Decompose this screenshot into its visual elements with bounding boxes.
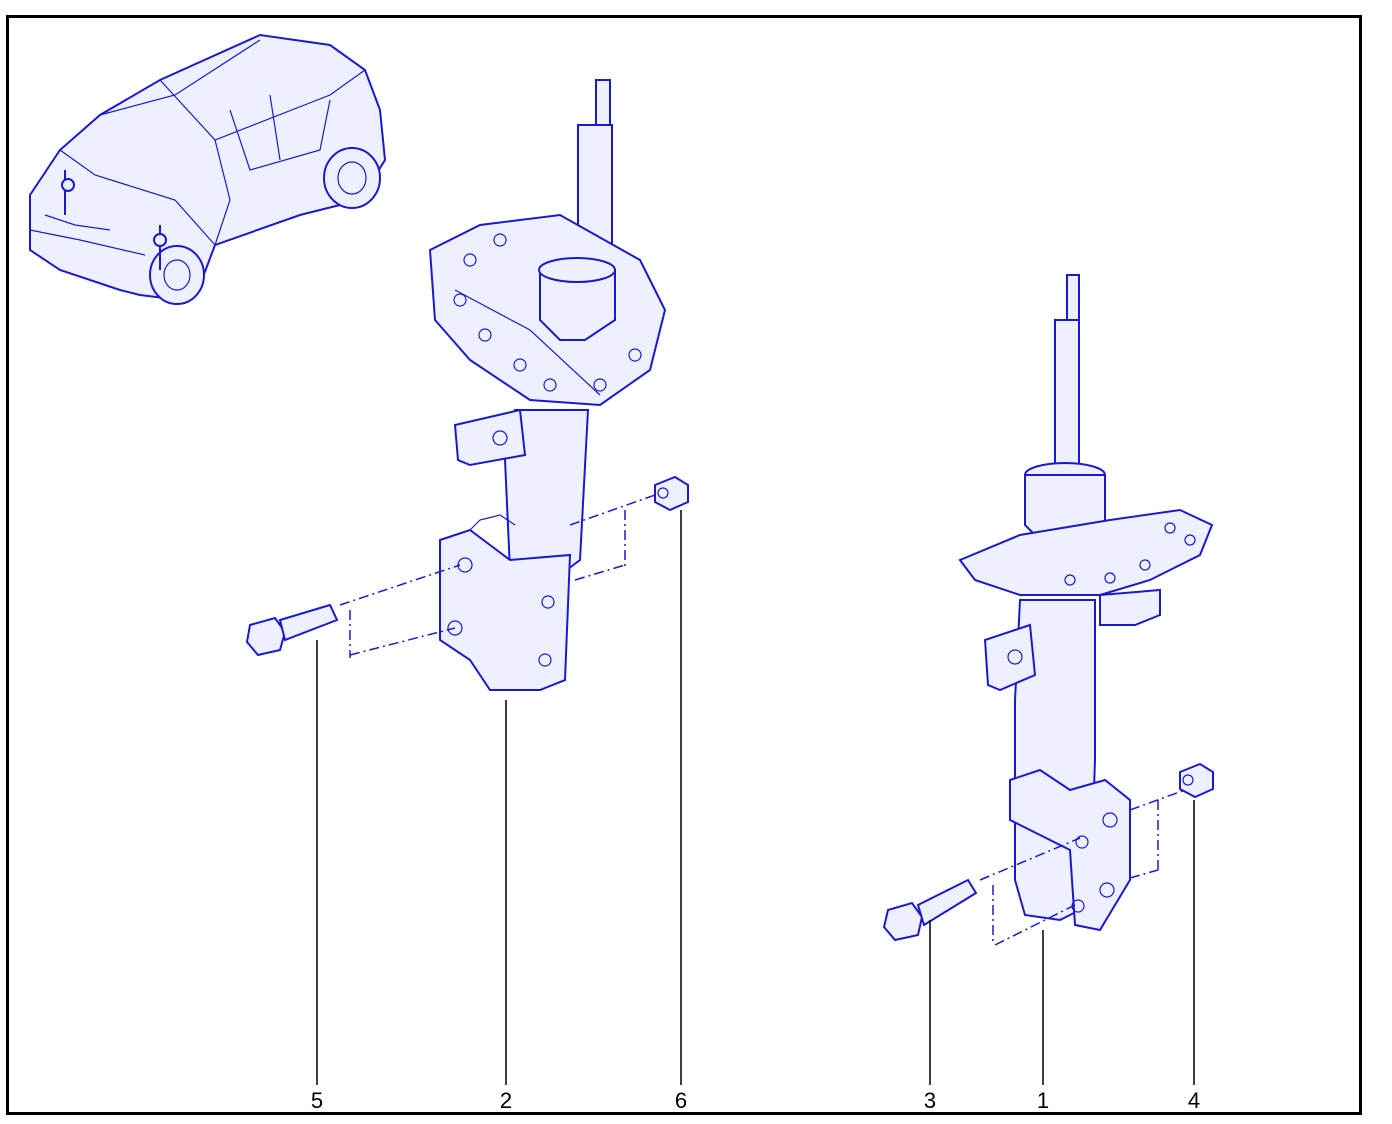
vehicle-locator-illustration — [29, 33, 387, 305]
shock-absorber-left — [428, 79, 667, 691]
callout-5: 5 — [310, 1088, 324, 1113]
callout-1: 1 — [1036, 1088, 1050, 1113]
bolt-left — [245, 603, 339, 657]
alignment-lines-left — [339, 494, 656, 658]
leader-lines — [316, 510, 1195, 1085]
callout-3: 3 — [923, 1088, 937, 1113]
bolt-right — [882, 878, 978, 942]
diagram-border — [6, 15, 1362, 1115]
nut-left — [654, 475, 689, 512]
shock-absorber-right — [958, 274, 1214, 932]
callout-2: 2 — [499, 1088, 513, 1113]
callout-4: 4 — [1187, 1088, 1201, 1113]
nut-right — [1179, 762, 1214, 799]
callout-6: 6 — [674, 1088, 688, 1113]
alignment-lines-right — [979, 789, 1186, 946]
